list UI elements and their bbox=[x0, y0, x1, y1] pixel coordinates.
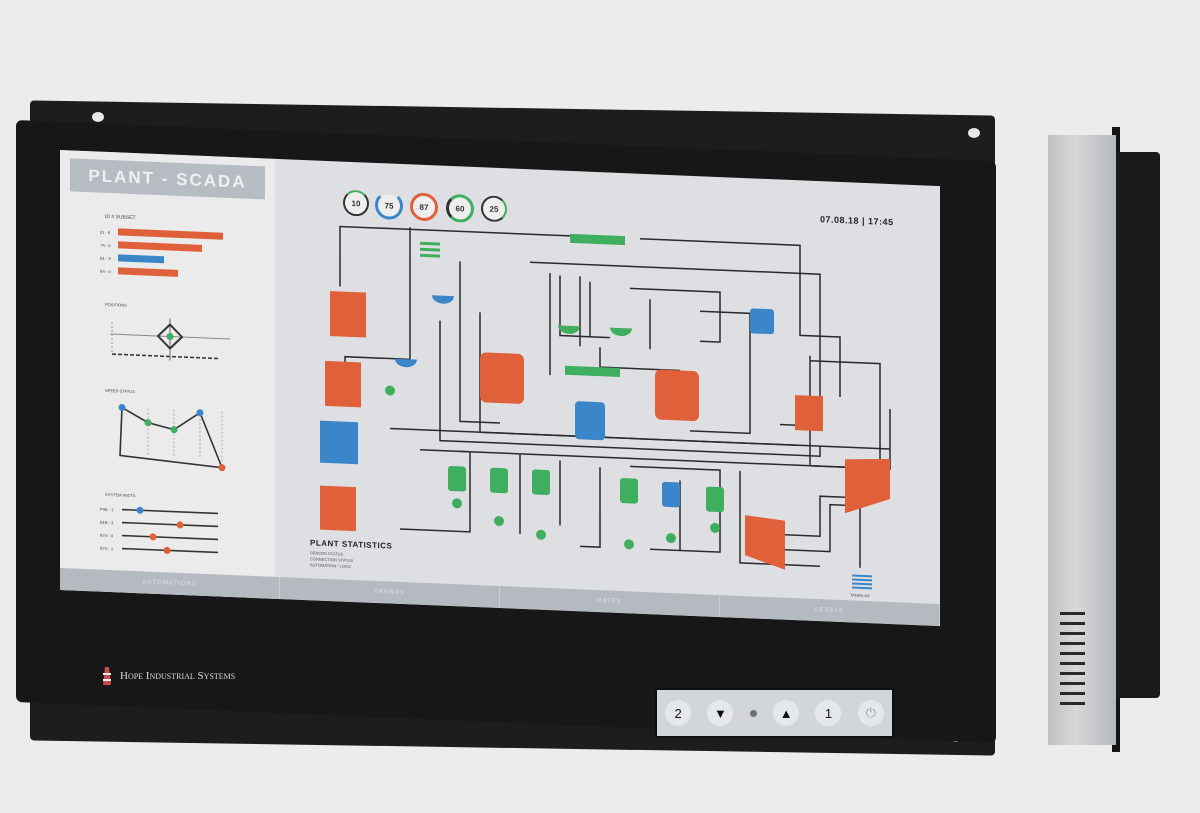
bar-label: 01 - 8 bbox=[100, 229, 111, 236]
slider-label: B1B - 3 bbox=[100, 519, 114, 526]
vent-slot bbox=[1060, 642, 1085, 645]
gauge-4: 60 bbox=[446, 193, 474, 223]
system-sliders[interactable] bbox=[120, 502, 220, 561]
brand-logo: Hope Industrial Systems bbox=[100, 665, 235, 687]
power-button[interactable]: ⏻ bbox=[857, 700, 884, 726]
position-diagram bbox=[110, 318, 230, 361]
vent-slot bbox=[1060, 622, 1085, 625]
gauge-value: 87 bbox=[419, 202, 429, 212]
vent-slot bbox=[1060, 672, 1085, 675]
bar-chart-title: ID # SUBSET bbox=[105, 213, 136, 222]
vent-slot bbox=[1060, 612, 1085, 615]
down-button[interactable]: ▼ bbox=[707, 700, 734, 726]
bar-3 bbox=[118, 254, 164, 264]
up-button[interactable]: ▲ bbox=[773, 700, 800, 726]
line-chart-title: SPEED STATUS bbox=[105, 387, 135, 395]
slider-label: B7A - 1 bbox=[100, 545, 114, 552]
gauge-value: 60 bbox=[455, 203, 465, 214]
bar-2 bbox=[118, 241, 202, 252]
vent-slot bbox=[1060, 702, 1085, 705]
datetime: 07.08.18 | 17:45 bbox=[820, 214, 894, 228]
bar-label: B1 - 9 bbox=[100, 255, 111, 262]
gauge-2: 75 bbox=[375, 190, 403, 221]
vent-slot bbox=[1060, 692, 1085, 695]
mount-hole bbox=[968, 128, 980, 138]
slider-title: SYSTEM WIDTS bbox=[105, 491, 136, 499]
brand-name: Hope Industrial Systems bbox=[120, 670, 236, 682]
bar-4 bbox=[118, 267, 178, 277]
gauge-5: 25 bbox=[481, 195, 507, 223]
gauge-3: 87 bbox=[410, 192, 438, 222]
bar-label: B4 - 0 bbox=[100, 268, 111, 275]
mount-hole bbox=[92, 112, 104, 122]
lighthouse-icon bbox=[103, 667, 111, 685]
vent-slot bbox=[1060, 662, 1085, 665]
scada-screen: PLANT - SCADA ID # SUBSET 01 - 8 7A - 0 … bbox=[60, 150, 940, 627]
slider-label: P4B - 1 bbox=[100, 506, 114, 513]
slider-label: B7A - 0 bbox=[100, 532, 114, 539]
bar-label: 7A - 0 bbox=[100, 242, 111, 249]
app-title: PLANT - SCADA bbox=[70, 158, 265, 200]
gauge-value: 25 bbox=[489, 204, 499, 214]
gauge-value: 75 bbox=[384, 200, 394, 211]
vent-slot bbox=[1060, 682, 1085, 685]
vent-slot bbox=[1060, 652, 1085, 655]
process-diagram bbox=[320, 225, 891, 570]
hardware-button-strip: 2 ▼ ▲ 1 ⏻ bbox=[655, 688, 894, 738]
gauge-1: 10 bbox=[343, 189, 369, 217]
bar-1 bbox=[118, 228, 223, 240]
speed-line-chart bbox=[118, 404, 226, 472]
tanks-legend-icon[interactable] bbox=[852, 574, 872, 590]
vent-slot bbox=[1060, 632, 1085, 635]
input-1-button[interactable]: 1 bbox=[815, 700, 842, 726]
sidebar: PLANT - SCADA ID # SUBSET 01 - 8 7A - 0 … bbox=[60, 150, 275, 599]
input-2-button[interactable]: 2 bbox=[665, 700, 692, 726]
legend-label: TANKS-AX bbox=[850, 592, 870, 599]
position-title: POSITIONS bbox=[105, 301, 127, 308]
gauge-value: 10 bbox=[351, 198, 361, 208]
side-view-bezel bbox=[1112, 152, 1160, 698]
status-led bbox=[749, 709, 757, 717]
